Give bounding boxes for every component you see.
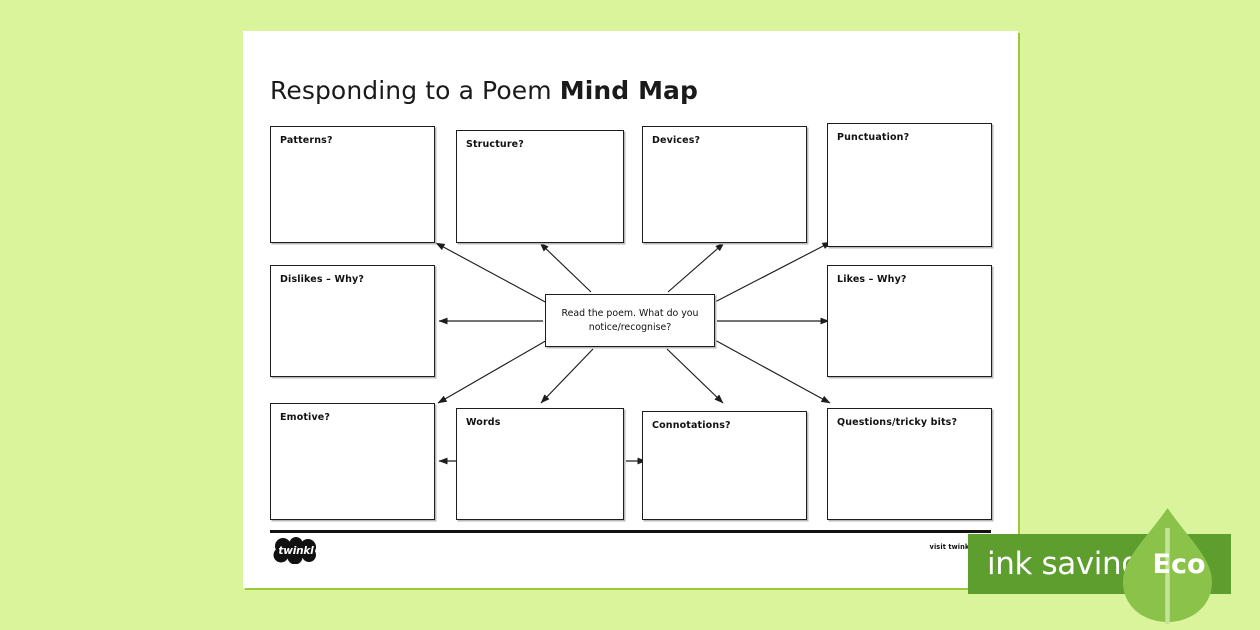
mindmap-node-patterns[interactable]: Patterns? — [270, 126, 435, 243]
page-title-bold: Mind Map — [559, 76, 699, 105]
node-label: Patterns? — [280, 135, 333, 146]
mind-map: Patterns? Structure? Devices? Punctuatio… — [243, 31, 1018, 588]
mindmap-node-words[interactable]: Words — [456, 408, 624, 520]
node-label: Devices? — [652, 135, 701, 146]
mindmap-node-dislikes[interactable]: Dislikes – Why? — [270, 265, 435, 377]
node-label: Punctuation? — [837, 132, 910, 143]
node-label: Emotive? — [280, 412, 331, 423]
mindmap-node-questions[interactable]: Questions/tricky bits? — [827, 408, 992, 520]
center-node-line1: Read the poem. What do you — [561, 307, 699, 319]
center-node-text: Read the poem. What do you notice/recogn… — [555, 307, 706, 335]
node-label: Likes – Why? — [837, 274, 907, 285]
eco-badge-ink-label: ink saving — [987, 546, 1141, 582]
eco-badge-eco-label: Eco — [1152, 548, 1206, 580]
cloud-logo-icon — [273, 537, 316, 564]
page-title: Responding to a Poem Mind Map — [270, 78, 698, 103]
mindmap-node-emotive[interactable]: Emotive? — [270, 403, 435, 520]
mindmap-node-devices[interactable]: Devices? — [642, 126, 807, 243]
visit-twinkl-link[interactable]: visit twinkl.com — [929, 543, 990, 551]
mindmap-node-punctuation[interactable]: Punctuation? — [827, 123, 992, 247]
node-label: Structure? — [466, 139, 524, 150]
ink-saving-eco-badge: ink saving Eco — [968, 508, 1231, 624]
node-label: Connotations? — [652, 420, 731, 431]
twinkl-logo[interactable]: twinkl — [271, 537, 321, 564]
mindmap-center-node[interactable]: Read the poem. What do you notice/recogn… — [545, 294, 715, 347]
center-node-line2: notice/recognise? — [588, 321, 672, 333]
node-label: Questions/tricky bits? — [837, 417, 958, 428]
mindmap-node-likes[interactable]: Likes – Why? — [827, 265, 992, 377]
mindmap-node-structure[interactable]: Structure? — [456, 130, 624, 243]
twinkl-logo-text: twinkl — [278, 544, 314, 557]
worksheet-page: Responding to a Poem Mind Map — [243, 31, 1018, 588]
footer-divider — [270, 530, 991, 533]
mindmap-node-connotations[interactable]: Connotations? — [642, 411, 807, 520]
leaf-icon — [1123, 508, 1212, 624]
page-title-light: Responding to a Poem — [270, 76, 560, 105]
node-label: Words — [466, 417, 501, 428]
node-label: Dislikes – Why? — [280, 274, 365, 285]
